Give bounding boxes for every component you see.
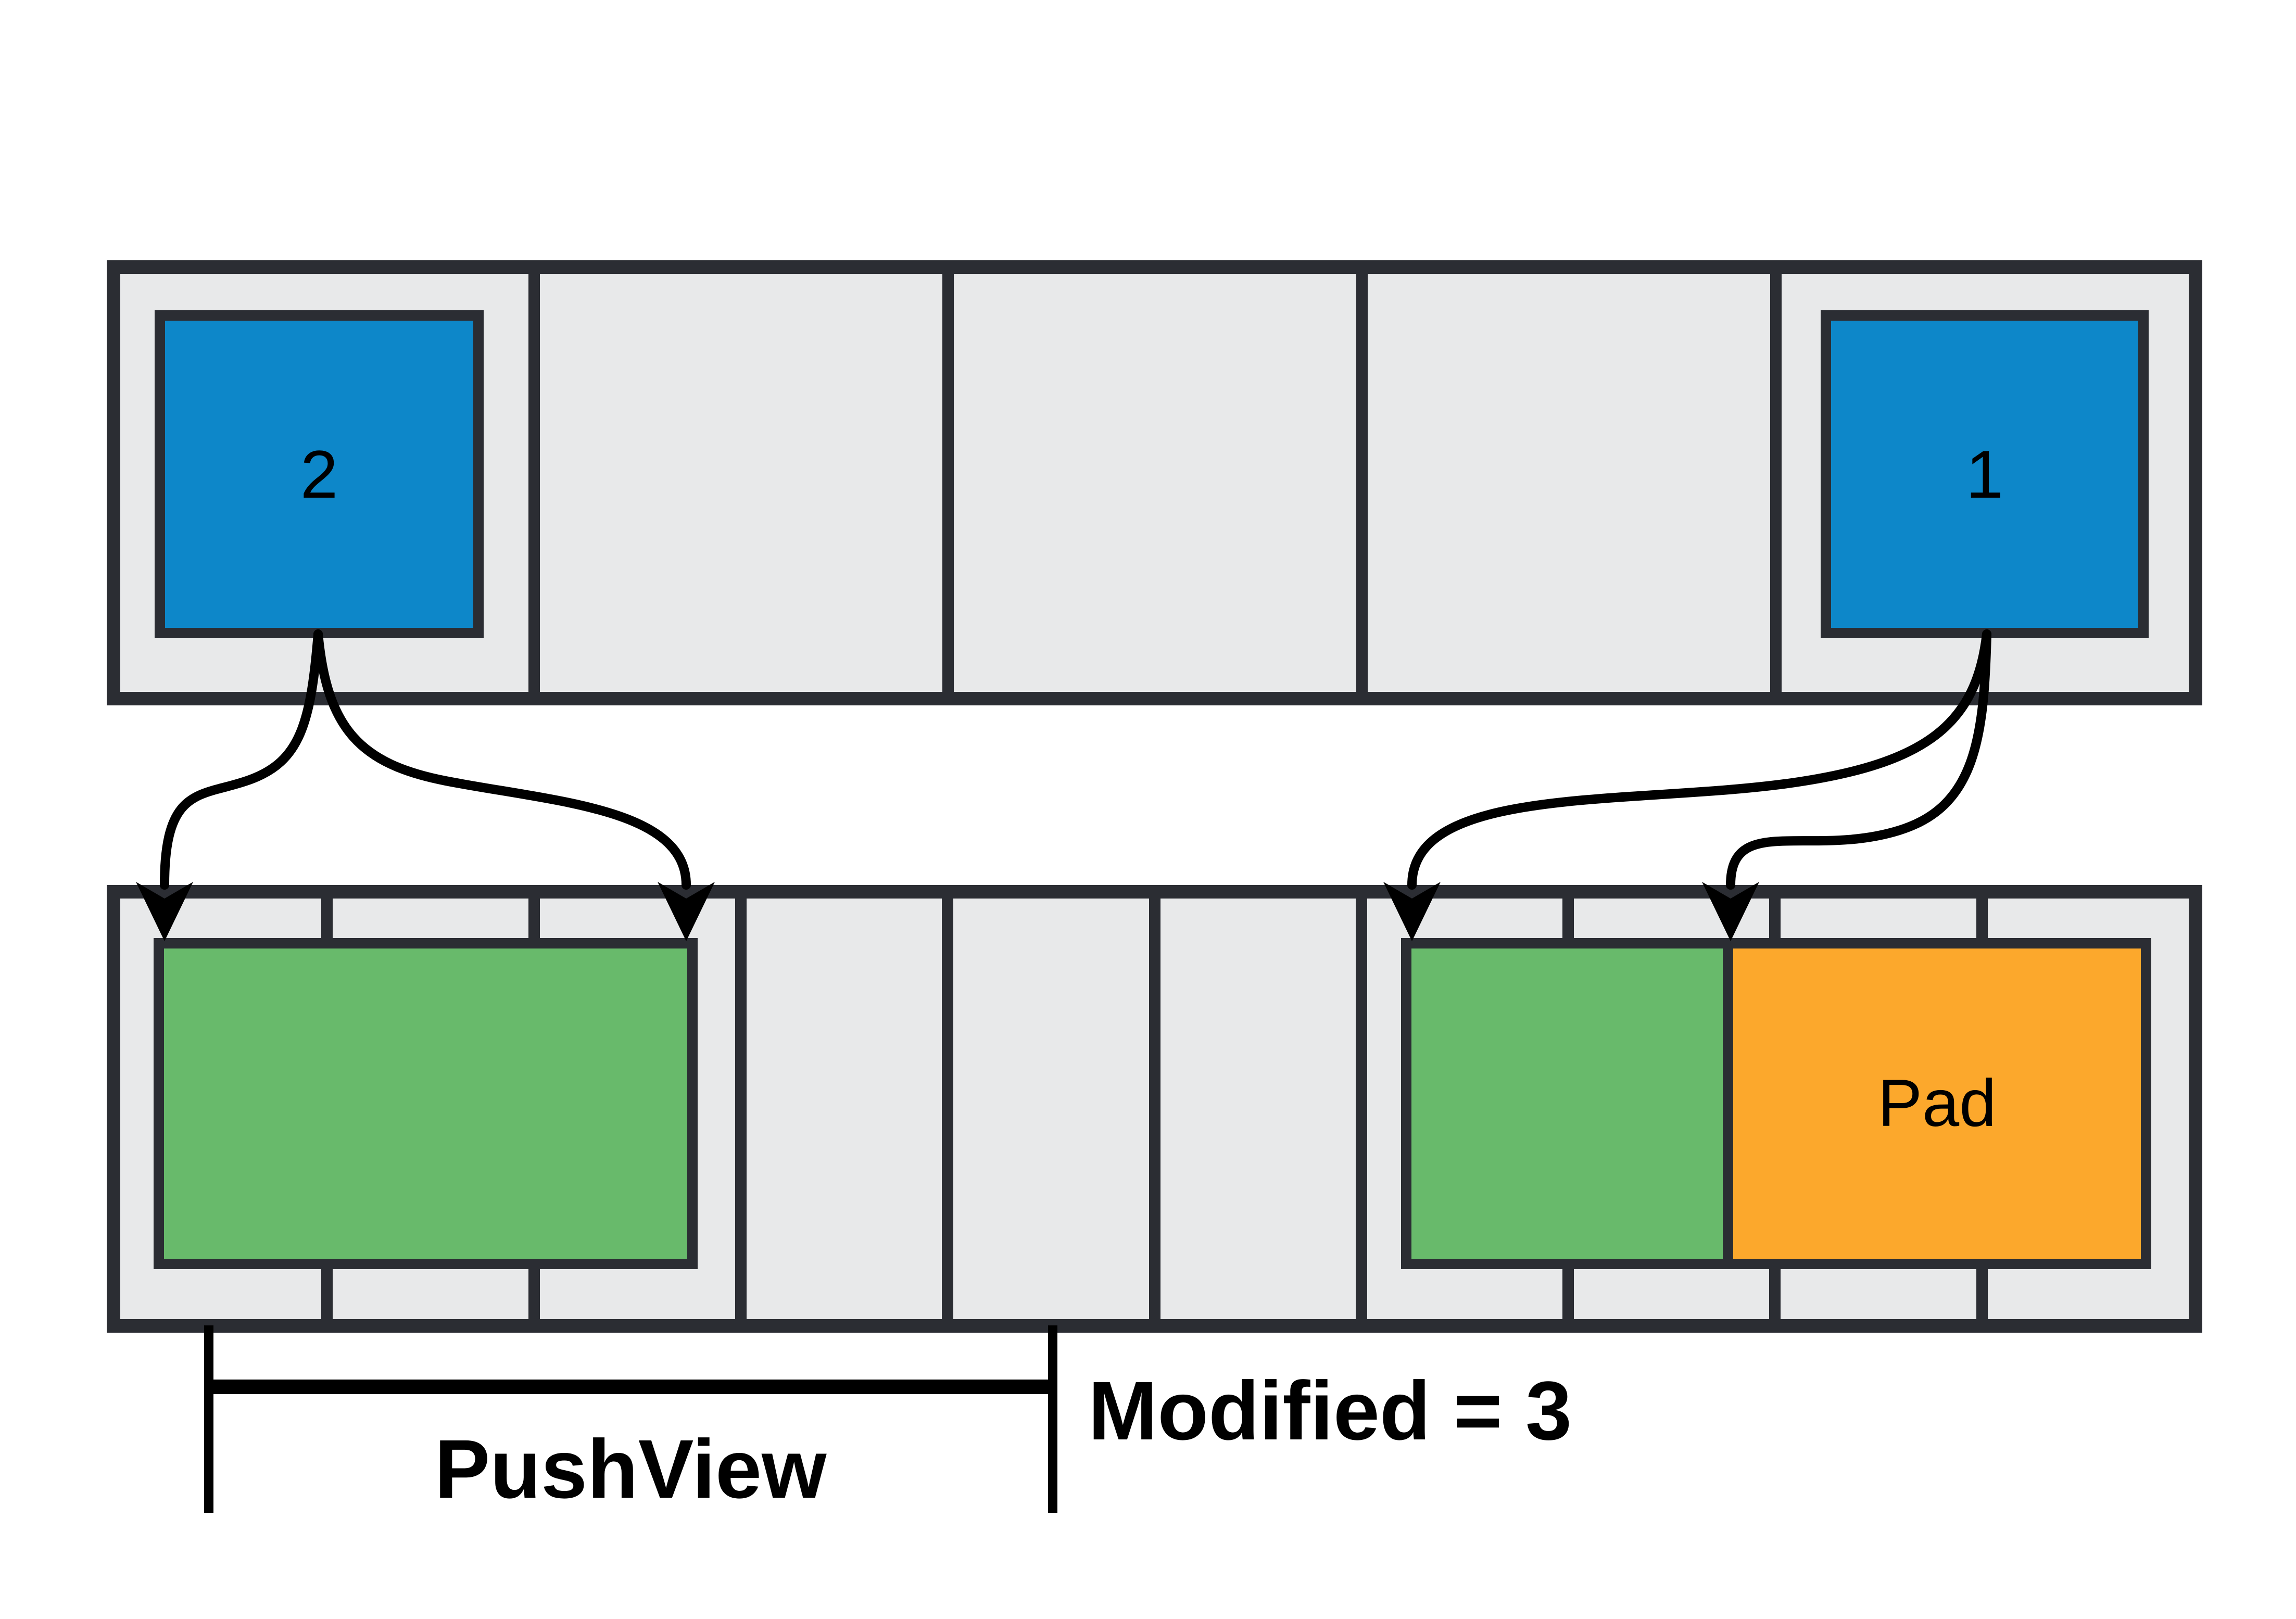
bracket-bar [204,1380,1057,1394]
bottom-cell-divider [1149,899,1160,1319]
top-cell-divider [942,274,954,692]
block-2-label: 2 [300,436,338,512]
modified-label: Modified = 3 [1088,1364,1572,1457]
pushed-region [154,938,698,1269]
pad-label: Pad [1877,1066,1997,1141]
bracket-right-tick [1048,1325,1057,1513]
message-region [1401,938,1733,1269]
pad-region: Pad [1723,938,2151,1269]
pushview-label: PushView [434,1422,827,1515]
bottom-cell-divider [1356,899,1367,1319]
top-cell-divider [528,274,540,692]
top-cell-divider [1356,274,1368,692]
bracket-left-tick [204,1325,213,1513]
bottom-cell-divider [735,899,747,1319]
block-2: 2 [155,310,484,638]
top-cell-divider [1770,274,1782,692]
block-1: 1 [1821,310,2149,638]
block-1-label: 1 [1965,436,2004,512]
bottom-cell-divider [942,899,953,1319]
